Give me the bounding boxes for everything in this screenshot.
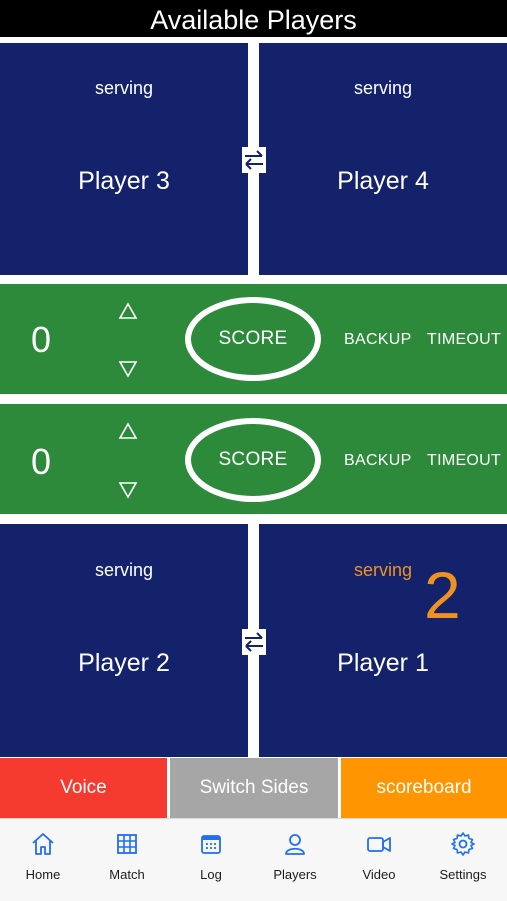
house-icon <box>32 833 54 855</box>
swap-arrows-icon[interactable] <box>242 147 266 173</box>
backup-button[interactable]: BACKUP <box>344 452 412 469</box>
scoreboard-button[interactable]: scoreboard <box>341 758 507 818</box>
voice-button[interactable]: Voice <box>0 758 167 818</box>
calendar-icon <box>201 835 221 854</box>
player-box-top-right[interactable]: serving Player 4 <box>259 43 507 275</box>
switch-sides-button[interactable]: Switch Sides <box>170 758 338 818</box>
score-row-top: 0 SCORE BACKUP TIMEOUT <box>0 284 507 394</box>
grid-icon <box>117 834 137 854</box>
serving-label: serving <box>94 78 154 98</box>
tab-label: Video <box>362 867 396 882</box>
increment-arrow-icon[interactable] <box>117 421 139 441</box>
tab-label: Match <box>109 867 145 882</box>
video-camera-icon <box>367 837 391 852</box>
tab-log[interactable]: Log <box>169 819 253 901</box>
score-button[interactable]: SCORE <box>185 418 321 502</box>
tab-settings[interactable]: Settings <box>421 819 505 901</box>
tab-video[interactable]: Video <box>337 819 421 901</box>
serving-label: serving <box>94 560 154 580</box>
tab-home[interactable]: Home <box>1 819 85 901</box>
decrement-arrow-icon[interactable] <box>117 480 139 500</box>
tab-label: Players <box>273 867 317 882</box>
person-icon <box>285 834 305 855</box>
serve-count: 2 <box>424 558 461 632</box>
player-name: Player 3 <box>78 167 170 195</box>
tab-label: Log <box>200 867 222 882</box>
tab-match[interactable]: Match <box>85 819 169 901</box>
serving-label: serving <box>353 78 413 98</box>
player-name: Player 4 <box>337 167 429 195</box>
score-row-bottom: 0 SCORE BACKUP TIMEOUT <box>0 404 507 514</box>
decrement-arrow-icon[interactable] <box>117 359 139 379</box>
page-title: Available Players <box>0 0 507 37</box>
tab-label: Home <box>25 867 61 882</box>
gear-icon <box>451 832 475 856</box>
increment-arrow-icon[interactable] <box>117 301 139 321</box>
backup-button[interactable]: BACKUP <box>344 331 412 348</box>
tab-players[interactable]: Players <box>253 819 337 901</box>
tab-bar: Home Match Log Players Video <box>0 818 507 901</box>
swap-arrows-icon[interactable] <box>242 629 266 655</box>
timeout-button[interactable]: TIMEOUT <box>427 331 502 348</box>
player-name: Player 1 <box>337 649 429 677</box>
tab-label: Settings <box>439 867 487 882</box>
player-box-bottom-left[interactable]: serving Player 2 <box>0 524 248 757</box>
score-value: 0 <box>31 441 52 482</box>
score-value: 0 <box>31 319 52 360</box>
player-box-bottom-right[interactable]: serving Player 1 2 <box>259 524 507 757</box>
score-button[interactable]: SCORE <box>185 297 321 381</box>
serving-label-active: serving <box>353 560 413 580</box>
timeout-button[interactable]: TIMEOUT <box>427 452 502 469</box>
player-name: Player 2 <box>78 649 170 677</box>
player-box-top-left[interactable]: serving Player 3 <box>0 43 248 275</box>
